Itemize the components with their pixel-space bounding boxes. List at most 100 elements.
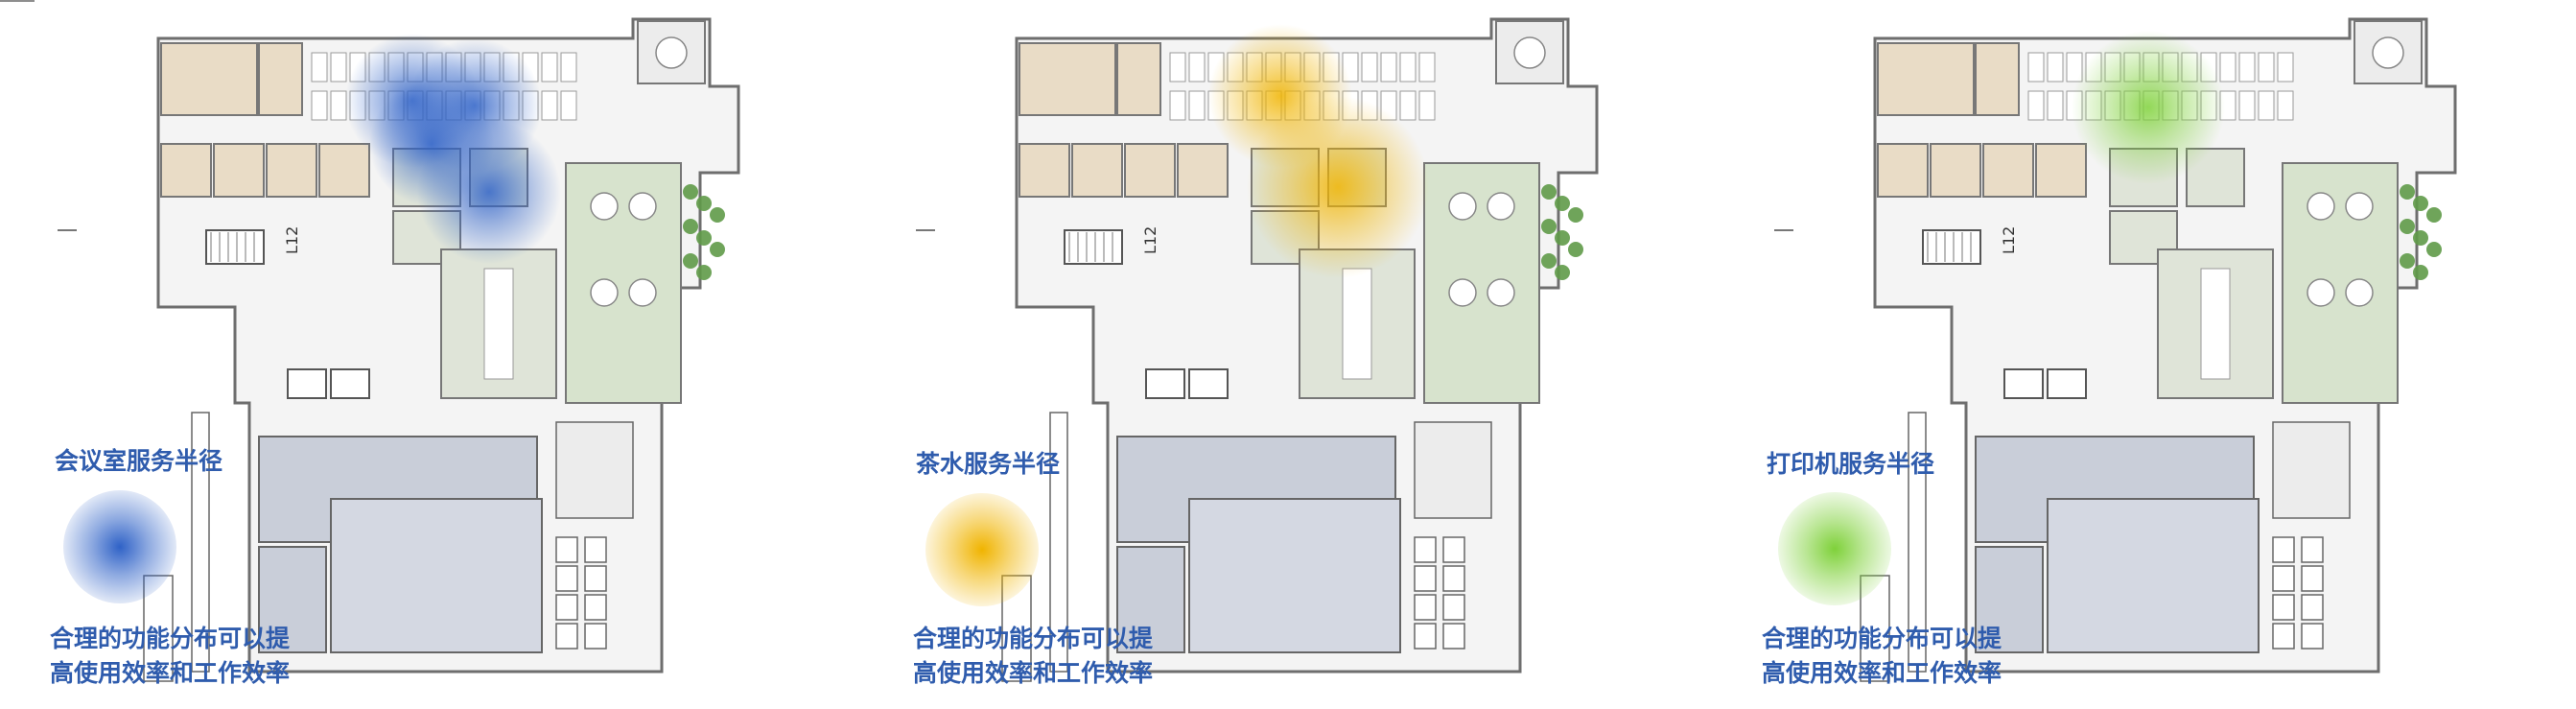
floor-plan: L12 [916, 17, 1599, 682]
plant [2400, 253, 2415, 269]
plant [2400, 219, 2415, 234]
lounge-area [2282, 162, 2399, 404]
plant [1555, 265, 1570, 280]
workstation [1169, 90, 1186, 121]
printer-radius-panel: L12 打印机服务半径 合理的功能分布可以提 高使用效率和工作效率 [1717, 0, 2575, 709]
panel-title: 茶水服务半径 [916, 450, 1061, 478]
office-room [1177, 143, 1229, 198]
plant [696, 265, 712, 280]
plant [1555, 230, 1570, 246]
panel-title: 会议室服务半径 [55, 447, 223, 475]
stair-core [1922, 229, 1981, 265]
restroom-stall [1414, 623, 1437, 650]
office-room [1975, 42, 2020, 116]
restroom-stall [1442, 623, 1465, 650]
restroom-stall [2272, 594, 2295, 621]
hall [1975, 546, 2044, 653]
restroom-stall [1442, 565, 1465, 592]
tea-water-radius-panel: L12 茶水服务半径 合理的功能分布可以提 高使用效率和工作效率 [858, 0, 1717, 709]
plant [1555, 196, 1570, 211]
boardroom-table [483, 268, 514, 380]
floor-plan: L12 [1774, 17, 2457, 682]
lounge-table [1487, 192, 1515, 221]
workstation [1399, 90, 1417, 121]
restroom-stall [1442, 594, 1465, 621]
legend-disc [925, 493, 1039, 606]
office-room [1124, 143, 1176, 198]
workstation [2277, 90, 2294, 121]
workstation [311, 90, 328, 121]
office-room [160, 143, 212, 198]
hall [2047, 498, 2260, 653]
hall [330, 498, 543, 653]
panel-title: 打印机服务半径 [1767, 450, 1935, 478]
workstation [330, 90, 347, 121]
hall [258, 546, 327, 653]
panel-description: 合理的功能分布可以提 高使用效率和工作效率 [50, 622, 290, 691]
lounge-table [2345, 192, 2374, 221]
workstation [2258, 52, 2275, 83]
workstation [2238, 52, 2256, 83]
restroom-stall [1414, 594, 1437, 621]
corridor [191, 412, 210, 673]
plant [696, 196, 712, 211]
restroom-stall [555, 623, 578, 650]
office-room [213, 143, 265, 198]
lounge-table [1487, 278, 1515, 307]
workstation [1361, 52, 1378, 83]
panel-description: 合理的功能分布可以提 高使用效率和工作效率 [913, 622, 1153, 691]
plant [2400, 184, 2415, 200]
elevator [1188, 368, 1229, 399]
office-room [1019, 42, 1116, 116]
description-line-1: 合理的功能分布可以提 [1762, 625, 2002, 652]
plan-drawing: L12 [58, 17, 740, 682]
restroom-stall [555, 536, 578, 563]
workstation [1169, 52, 1186, 83]
workstation [2047, 52, 2064, 83]
office-room [1930, 143, 1981, 198]
lounge-table [590, 192, 619, 221]
legend-disc [1778, 492, 1891, 605]
workstation [2047, 90, 2064, 121]
description-line-1: 合理的功能分布可以提 [50, 625, 291, 652]
stair-core [1064, 229, 1123, 265]
plant [696, 230, 712, 246]
office-room [1116, 42, 1161, 116]
restroom-stall [1414, 536, 1437, 563]
workstation [2219, 52, 2236, 83]
round-table [2372, 36, 2404, 69]
service-room [1414, 421, 1492, 519]
plant [1541, 219, 1557, 234]
restroom-stall [2272, 623, 2295, 650]
lounge-table [628, 278, 657, 307]
lounge-area [565, 162, 682, 404]
plant [683, 219, 698, 234]
restroom-stall [555, 594, 578, 621]
stair-label: L12 [1141, 226, 1159, 254]
workstation [541, 52, 558, 83]
hall [1188, 498, 1401, 653]
office-room [1071, 143, 1123, 198]
plant [683, 184, 698, 200]
workstation [2066, 52, 2083, 83]
restroom-stall [1414, 565, 1437, 592]
restroom-stall [555, 565, 578, 592]
plant [2426, 207, 2442, 223]
description-line-1: 合理的功能分布可以提 [913, 625, 1154, 652]
round-table [1513, 36, 1546, 69]
workstation [1418, 52, 1436, 83]
elevator [2003, 368, 2044, 399]
corner-mark [0, 0, 35, 2]
floor-plan: L12 [58, 17, 740, 682]
workstation [2238, 90, 2256, 121]
service-room [555, 421, 634, 519]
plant [710, 242, 725, 257]
plant [2413, 265, 2428, 280]
service-room [2272, 421, 2351, 519]
lounge-table [1448, 278, 1477, 307]
plan-drawing: L12 [916, 17, 1599, 682]
corridor [1049, 412, 1068, 673]
office-room [1019, 143, 1070, 198]
office-room [160, 42, 258, 116]
plant [1568, 207, 1583, 223]
